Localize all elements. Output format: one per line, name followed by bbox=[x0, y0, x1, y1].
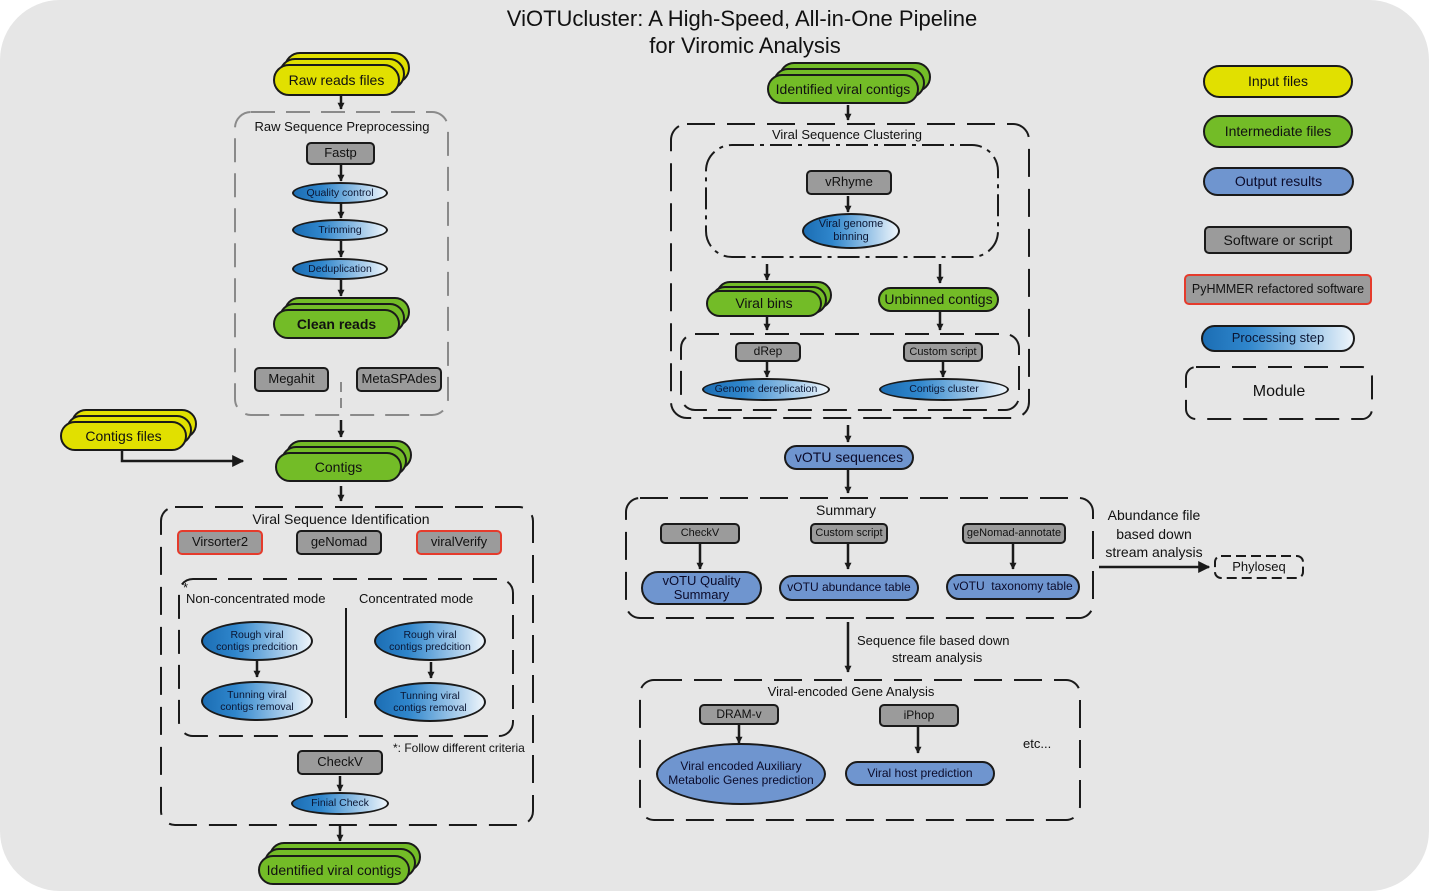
diagram-title-line-1: ViOTUcluster: A High-Speed, All-in-One P… bbox=[506, 6, 978, 31]
identification-module-label: Viral Sequence Identification bbox=[252, 511, 430, 527]
concentrated-mode-label: Concentrated mode bbox=[359, 591, 474, 606]
metaspades-node: MetaSPAdes bbox=[356, 367, 442, 392]
amg-line1: Viral encoded Auxiliary bbox=[680, 759, 802, 774]
votu-quality-summary-node: vOTU Quality Summary bbox=[641, 571, 762, 605]
tunning-left-line1: Tunning viral bbox=[227, 688, 287, 701]
drep-node: dRep bbox=[735, 342, 801, 362]
votu-taxonomy-table-node: vOTU taxonomy table bbox=[946, 574, 1080, 600]
tunning-viral-removal-step-right: Tunning viral contigs removal bbox=[374, 682, 486, 722]
rough-left-line2: contigs predcition bbox=[216, 641, 298, 653]
non-concentrated-mode-label: Non-concentrated mode bbox=[186, 591, 326, 606]
legend-software-or-script: Software or script bbox=[1204, 226, 1352, 254]
binning-line2: binning bbox=[833, 231, 869, 243]
clean-reads-node: Clean reads bbox=[273, 309, 400, 339]
diagram-title-line-2: for Viromic Analysis bbox=[649, 33, 841, 58]
amg-line2: Metabolic Genes prediction bbox=[668, 773, 814, 787]
vrhyme-submodule-box bbox=[705, 144, 999, 258]
clustering-module-box bbox=[670, 123, 1030, 419]
legend-processing-step: Processing step bbox=[1201, 325, 1355, 352]
rough-right-line2: contigs predcition bbox=[389, 641, 471, 653]
custom-script-summary-node: Custom script bbox=[810, 523, 888, 544]
summary-module-label: Summary bbox=[816, 502, 876, 518]
sequence-downstream-line1: Sequence file based down bbox=[857, 633, 1010, 648]
abundance-downstream-line1: Abundance file bbox=[1107, 507, 1201, 523]
unbinned-contigs-node: Unbinned contigs bbox=[878, 287, 999, 312]
votu-quality-line2: Summary bbox=[673, 587, 730, 602]
checkv-summary-node: CheckV bbox=[660, 523, 740, 544]
rough-viral-prediction-step-left: Rough viral contigs predcition bbox=[201, 621, 313, 661]
preprocessing-module-label: Raw Sequence Preprocessing bbox=[254, 119, 430, 134]
legend-output-results: Output results bbox=[1203, 167, 1354, 196]
legend-input-files: Input files bbox=[1203, 65, 1353, 98]
legend-pyhmmer-refactored-software: PyHMMER refactored software bbox=[1184, 274, 1372, 305]
dram-v-node: DRAM-v bbox=[699, 704, 779, 725]
viral-genome-binning-step: Viral genome binning bbox=[802, 213, 900, 249]
contigs-files-node: Contigs files bbox=[60, 421, 187, 451]
gene-analysis-module-box bbox=[639, 679, 1081, 821]
identification-module-box bbox=[160, 506, 534, 826]
phyloseq-label: Phyloseq bbox=[1232, 559, 1286, 574]
legend-module-label: Module bbox=[1252, 383, 1306, 400]
fastp-node: Fastp bbox=[306, 142, 375, 165]
rough-right-line1: Rough viral bbox=[403, 628, 457, 641]
tunning-right-line2: contigs removal bbox=[393, 702, 467, 714]
deduplication-step: Deduplication bbox=[292, 258, 388, 280]
quality-control-step: Quality control bbox=[292, 182, 388, 204]
trimming-step: Trimming bbox=[292, 219, 388, 241]
legend-module-box bbox=[1185, 366, 1373, 420]
final-check-step: Finial Check bbox=[291, 792, 389, 815]
viral-bins-node: Viral bins bbox=[706, 290, 822, 317]
clustering-module-label: Viral Sequence Clustering bbox=[771, 127, 923, 142]
virsorter2-node: Virsorter2 bbox=[177, 530, 263, 555]
summary-module-box bbox=[625, 497, 1094, 619]
votu-sequences-node: vOTU sequences bbox=[784, 445, 914, 470]
viralverify-node: viralVerify bbox=[416, 530, 502, 555]
abundance-downstream-line3: stream analysis bbox=[1105, 544, 1203, 560]
legend-intermediate-files: Intermediate files bbox=[1203, 115, 1353, 148]
votu-abundance-table-node: vOTU abundance table bbox=[779, 575, 919, 601]
abundance-downstream-line2: based down bbox=[1116, 526, 1192, 542]
dereplication-submodule-box bbox=[680, 333, 1020, 411]
contigs-node: Contigs bbox=[275, 452, 402, 482]
rough-viral-prediction-step-right: Rough viral contigs predcition bbox=[374, 621, 486, 661]
genomad-node: geNomad bbox=[296, 530, 382, 555]
genome-dereplication-step: Genome dereplication bbox=[702, 378, 830, 401]
binning-line1: Viral genome bbox=[818, 218, 884, 231]
votu-quality-line1: vOTU Quality bbox=[662, 572, 741, 588]
rough-left-line1: Rough viral bbox=[230, 628, 284, 641]
criteria-note: *: Follow different criteria bbox=[393, 741, 525, 755]
genomad-annotate-node: geNomad-annotate bbox=[962, 523, 1066, 544]
tunning-left-line2: contigs removal bbox=[220, 701, 294, 713]
contigs-cluster-step: Contigs cluster bbox=[879, 378, 1009, 401]
custom-script-clustering-node: Custom script bbox=[903, 342, 983, 362]
phyloseq-frame bbox=[1214, 555, 1304, 579]
iphop-node: iPhop bbox=[879, 704, 959, 727]
etc-label: etc... bbox=[1023, 736, 1052, 751]
raw-reads-files-node: Raw reads files bbox=[273, 64, 400, 96]
vrhyme-node: vRhyme bbox=[806, 170, 892, 195]
identified-viral-contigs-output-node: Identified viral contigs bbox=[258, 855, 410, 885]
amg-prediction-node: Viral encoded Auxiliary Metabolic Genes … bbox=[656, 743, 826, 805]
checkv-identification-node: CheckV bbox=[297, 750, 383, 775]
viral-host-prediction-node: Viral host prediction bbox=[845, 761, 995, 786]
sequence-downstream-line2: stream analysis bbox=[892, 650, 983, 665]
mode-submodule-box bbox=[178, 578, 514, 737]
megahit-node: Megahit bbox=[254, 367, 329, 392]
mode-asterisk: * bbox=[183, 580, 189, 595]
tunning-viral-removal-step-left: Tunning viral contigs removal bbox=[201, 681, 313, 721]
tunning-right-line1: Tunning viral bbox=[400, 689, 460, 702]
identified-viral-contigs-input-node: Identified viral contigs bbox=[767, 74, 919, 104]
preprocessing-module-box bbox=[234, 111, 449, 416]
gene-analysis-module-label: Viral-encoded Gene Analysis bbox=[767, 684, 935, 699]
